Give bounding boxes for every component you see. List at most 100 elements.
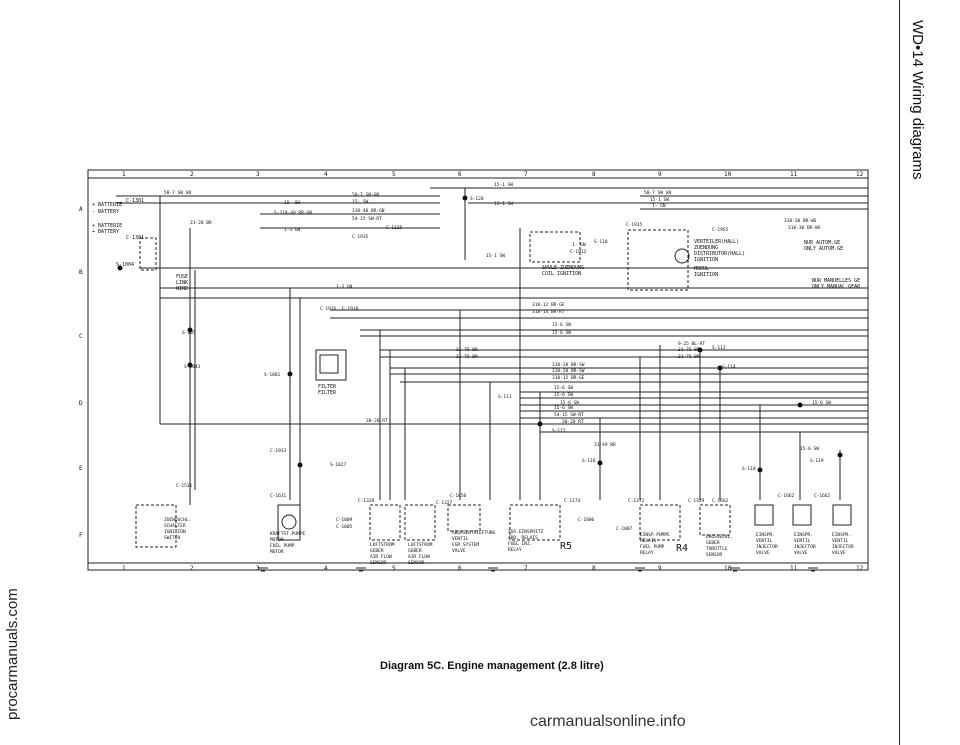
component-label: INJECTOR bbox=[794, 544, 816, 550]
grid-col-label: 3 bbox=[256, 565, 260, 572]
wire-label: 15- SW bbox=[352, 199, 369, 205]
diagram-frame bbox=[87, 169, 869, 571]
wire-label: C-1662 bbox=[712, 498, 729, 504]
component-label: SCHALTER bbox=[164, 523, 186, 529]
battery-label: S-1004 bbox=[116, 262, 134, 268]
component-label: THROTTLE bbox=[706, 546, 728, 552]
fuse-label: WIRE bbox=[176, 286, 188, 292]
component-label: ZUENDSCHL. bbox=[164, 517, 191, 523]
wire-label: 318-20 BR-SW bbox=[552, 362, 585, 368]
component-label: IGNITION bbox=[164, 529, 186, 535]
wire-label: 15-6 SW bbox=[812, 400, 831, 406]
component-label: VALVE bbox=[452, 548, 466, 554]
wire-label: 318-30 BR-WS bbox=[784, 218, 817, 224]
wire-label: 30-28 RT bbox=[562, 419, 584, 425]
wire-label: S-111 bbox=[498, 394, 512, 400]
wire-label: C-1955 bbox=[712, 227, 729, 233]
wire-label: 31-75 BR bbox=[456, 347, 478, 353]
grid-col-label: 4 bbox=[324, 171, 328, 178]
relay-mark: R5 bbox=[560, 541, 572, 552]
component-label: SWITCH bbox=[164, 535, 181, 541]
grid-col-label: 8 bbox=[592, 171, 596, 178]
component-label: FUEL INJ. bbox=[508, 541, 532, 547]
wire-label: 15- SW bbox=[284, 200, 301, 206]
wire-label: S-318-40 BR-GN bbox=[274, 210, 312, 216]
wire-label: C-1327 bbox=[436, 500, 453, 506]
grid-col-label: 5 bbox=[392, 565, 396, 572]
grid-col-label: 12 bbox=[856, 565, 864, 572]
auto-gear-label: NUR AUTOM.GE bbox=[804, 240, 840, 246]
battery-label: + BATTERY bbox=[92, 229, 119, 235]
wire-label: S-119 bbox=[810, 458, 824, 464]
wire-label: S-116 bbox=[582, 458, 596, 464]
grid-col-label: 4 bbox=[324, 565, 328, 572]
grid-col-label: 3 bbox=[256, 171, 260, 178]
wire-label: C-1650 bbox=[450, 493, 467, 499]
wire-label: 31-49 BR bbox=[594, 442, 616, 448]
grid-row-label: A bbox=[79, 206, 83, 213]
manual-gear-label: NUR MANUELLES GE bbox=[812, 278, 860, 284]
wire-label: 15-1 SW bbox=[650, 197, 669, 203]
wire-label: 15-6 SW bbox=[552, 330, 571, 336]
fuse-label: FUSE bbox=[176, 274, 188, 280]
component-label: VALVE bbox=[832, 550, 846, 556]
fuse-label: LINK bbox=[176, 280, 188, 286]
component-label: VALVE bbox=[794, 550, 808, 556]
component-label: AIR FLOW bbox=[408, 554, 430, 560]
wire-label: C-1662 bbox=[814, 493, 831, 499]
grid-row-label: F bbox=[79, 532, 83, 539]
wire-label: C-1328 bbox=[358, 498, 375, 504]
wire-label: 50-7 SW GN bbox=[644, 190, 671, 196]
auto-gear-label: ONLY AUTOM.GE bbox=[804, 246, 843, 252]
distributor-label: VERTEILER(HALL) bbox=[694, 239, 739, 245]
wire-label: C-1531 bbox=[176, 483, 193, 489]
battery-label: C-1301 bbox=[126, 198, 144, 204]
wire-label: C-1916 bbox=[320, 306, 337, 312]
diagram-caption: Diagram 5C. Engine management (2.8 litre… bbox=[380, 660, 604, 672]
component-label: GEBER bbox=[706, 540, 720, 546]
distributor-label: IGNITION bbox=[694, 257, 718, 263]
coil-label: COIL IGNITION bbox=[542, 271, 581, 277]
wire-label: C-1007 bbox=[616, 526, 633, 532]
grid-col-label: 10 bbox=[724, 565, 732, 572]
watermark-bottom: carmanualsonline.info bbox=[530, 713, 686, 730]
wire-label: C-1006 bbox=[578, 517, 595, 523]
component-label: ADD. RELAIS bbox=[508, 535, 538, 541]
grid-col-label: 1 bbox=[122, 565, 126, 572]
grid-col-label: 8 bbox=[592, 565, 596, 572]
wire-label: 318-15 BR-GE bbox=[552, 375, 585, 381]
wire-label: 15-6 SW bbox=[554, 385, 573, 391]
wire-label: 1- GN bbox=[652, 203, 666, 209]
battery-label: - BATTERY bbox=[92, 209, 119, 215]
manual-gear-label: ONLY MANUAL GEAR bbox=[812, 284, 861, 290]
battery-label: + BATTERIE bbox=[92, 223, 122, 229]
grid-col-label: 9 bbox=[658, 565, 662, 572]
grid-col-label: 7 bbox=[524, 171, 528, 178]
grid-col-label: 7 bbox=[524, 565, 528, 572]
wire-label: C-1933 bbox=[270, 448, 287, 454]
wire-label: S-1081 bbox=[264, 372, 281, 378]
grid-row-label: C bbox=[79, 333, 83, 340]
component-label: EINSPR. bbox=[756, 532, 775, 538]
grid-col-label: 11 bbox=[790, 171, 798, 178]
wire-label: S-120 bbox=[470, 196, 484, 202]
wire-label: 31-28 BR bbox=[190, 220, 212, 226]
component-label: RELAY bbox=[640, 550, 654, 556]
relay-mark: R4 bbox=[676, 543, 688, 554]
wire-label: C-1329 bbox=[688, 498, 705, 504]
component-label: INJECTOR bbox=[756, 544, 778, 550]
wire-label: 15-6 SW bbox=[560, 400, 579, 406]
filter-label: FILTER bbox=[318, 390, 337, 396]
wire-label: 54-15 SW-RT bbox=[352, 216, 382, 222]
wire-label: 318-14 BR-RT bbox=[532, 309, 565, 315]
component-label: VENTIL bbox=[832, 538, 849, 544]
wire-label: 15-6 SW bbox=[554, 392, 573, 398]
component-label: SENSOR bbox=[370, 560, 387, 566]
component-label: RELAY bbox=[508, 547, 522, 553]
wire-label: C-1174 bbox=[564, 498, 581, 504]
component-label: KRAFTST.PUMPE bbox=[270, 531, 306, 537]
component-label: EGR SYSTEM bbox=[452, 542, 479, 548]
module-label: MODUL bbox=[694, 266, 709, 272]
page-header: WD•14 Wiring diagrams bbox=[909, 20, 926, 180]
